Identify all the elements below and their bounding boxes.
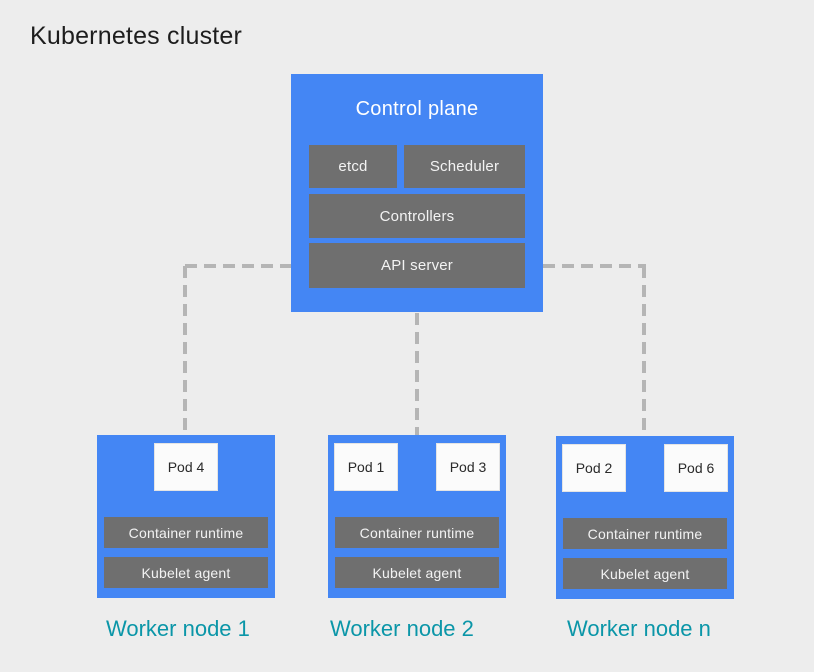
worker-node-1-box: Pod 4 Container runtime Kubelet agent — [97, 435, 275, 598]
controllers-box: Controllers — [309, 194, 525, 238]
pod-box: Pod 3 — [436, 443, 500, 491]
kubelet-agent-box: Kubelet agent — [563, 558, 727, 589]
worker-node-2-pods: Pod 1 Pod 3 — [334, 443, 500, 491]
worker-node-n-label: Worker node n — [567, 616, 711, 641]
worker-node-1-label: Worker node 1 — [106, 616, 250, 641]
control-plane-title: Control plane — [355, 98, 479, 120]
container-runtime-box: Container runtime — [104, 517, 268, 548]
pod-box: Pod 4 — [154, 443, 218, 491]
etcd-box: etcd — [309, 145, 397, 188]
page-title: Kubernetes cluster — [30, 22, 243, 50]
pod-box: Pod 2 — [562, 444, 626, 492]
worker-node-n-pods: Pod 2 Pod 6 — [562, 444, 728, 492]
container-runtime-box: Container runtime — [335, 517, 499, 548]
pod-box: Pod 6 — [664, 444, 728, 492]
worker-node-2-label: Worker node 2 — [330, 616, 474, 641]
worker-node-2-box: Pod 1 Pod 3 Container runtime Kubelet ag… — [328, 435, 506, 598]
kubelet-agent-box: Kubelet agent — [335, 557, 499, 588]
pod-box: Pod 1 — [334, 443, 398, 491]
control-plane-row-1: etcd Scheduler — [309, 145, 525, 188]
api-server-box: API server — [309, 243, 525, 288]
container-runtime-box: Container runtime — [563, 518, 727, 549]
scheduler-box: Scheduler — [404, 145, 525, 188]
worker-node-n-box: Pod 2 Pod 6 Container runtime Kubelet ag… — [556, 436, 734, 599]
worker-node-1-pods: Pod 4 — [103, 443, 269, 491]
control-plane-box: Control plane etcd Scheduler Controllers… — [291, 74, 543, 312]
kubelet-agent-box: Kubelet agent — [104, 557, 268, 588]
